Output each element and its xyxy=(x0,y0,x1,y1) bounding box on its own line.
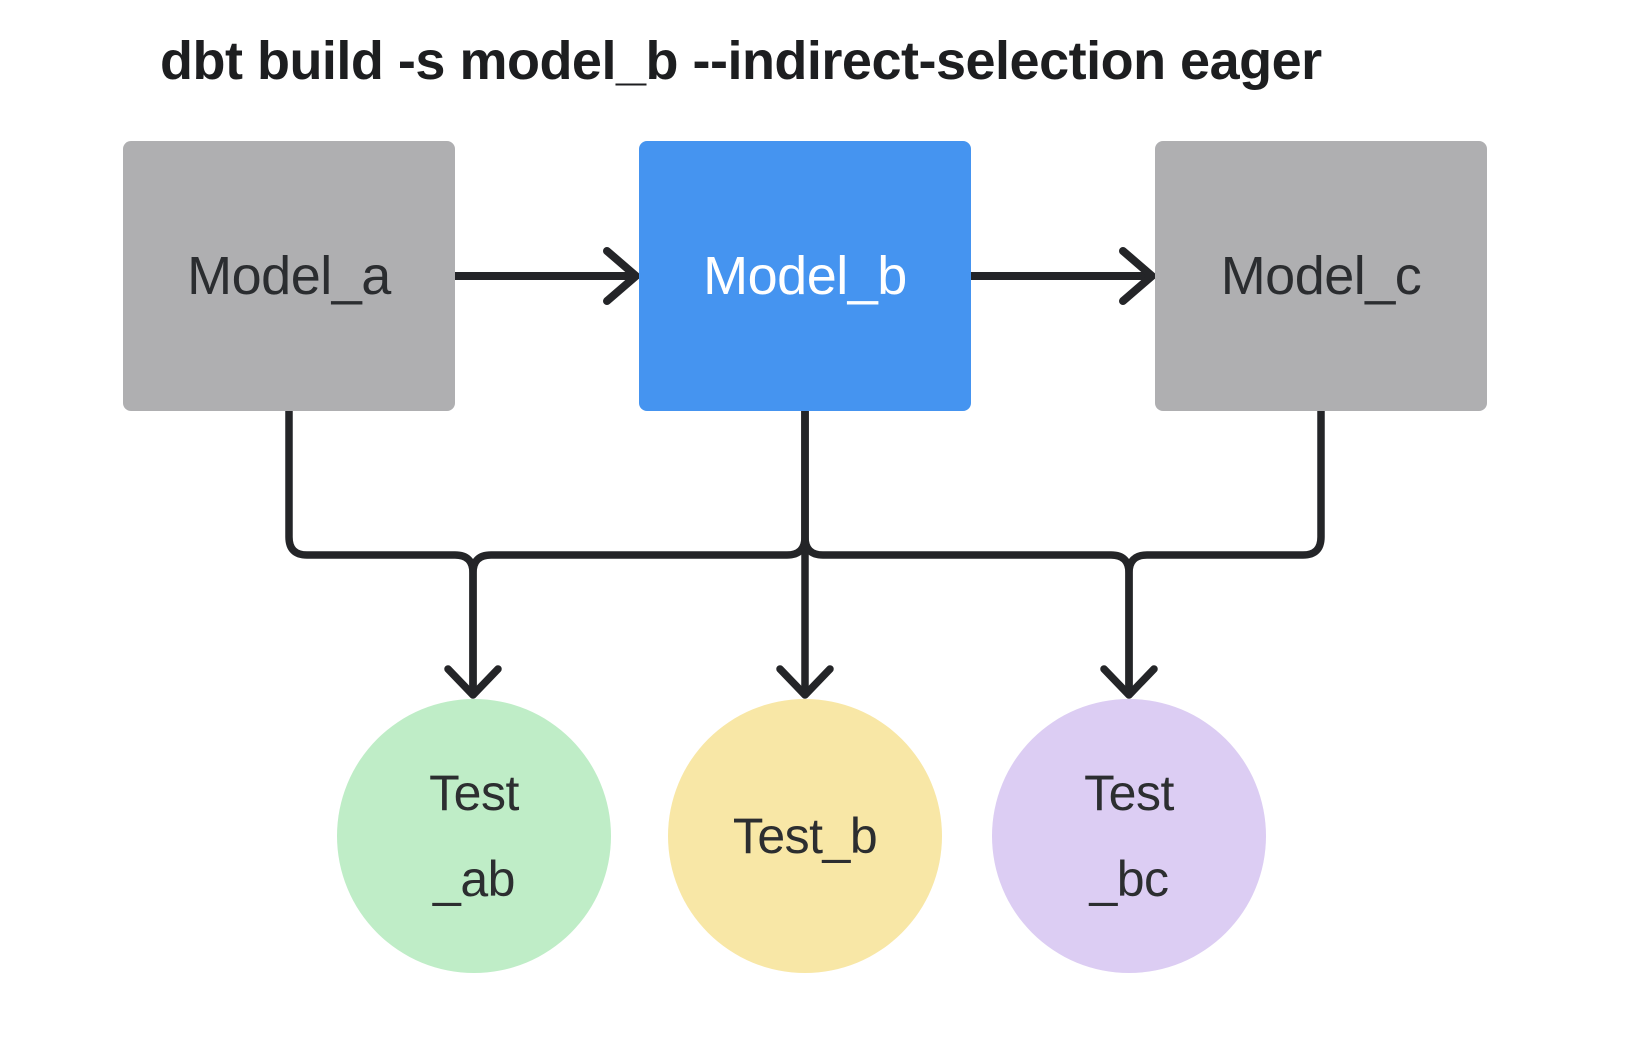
arrowhead-test-b-icon xyxy=(776,665,834,699)
node-test-b-label: Test_b xyxy=(732,808,878,864)
node-test-ab: Test _ab xyxy=(337,699,611,973)
edge-model-b-test-ab xyxy=(469,407,809,696)
arrowhead-test-bc-icon xyxy=(1100,665,1158,699)
node-model-a: Model_a xyxy=(123,141,455,411)
node-test-bc: Test _bc xyxy=(992,699,1266,973)
edge-model-a-test-ab xyxy=(285,407,477,696)
arrowhead-test-ab-icon xyxy=(444,665,502,699)
node-model-b-selected: Model_b xyxy=(639,141,971,411)
node-test-b: Test_b xyxy=(668,699,942,973)
node-test-ab-label-line1: Test xyxy=(429,765,519,821)
arrowhead-model-b-icon xyxy=(603,247,640,305)
edge-model-c-test-bc xyxy=(1125,407,1325,696)
node-test-bc-label-line1: Test xyxy=(1084,765,1174,821)
node-model-c-label: Model_c xyxy=(1220,246,1422,306)
arrowhead-model-c-icon xyxy=(1119,247,1156,305)
node-test-bc-label-line2: _bc xyxy=(1089,851,1169,907)
edge-model-b-test-bc xyxy=(801,407,1133,696)
diagram-title: dbt build -s model_b --indirect-selectio… xyxy=(160,31,1322,91)
node-model-c: Model_c xyxy=(1155,141,1487,411)
node-model-b-label: Model_b xyxy=(703,246,907,306)
node-test-ab-label-line2: _ab xyxy=(433,851,515,907)
node-model-a-label: Model_a xyxy=(187,246,391,306)
